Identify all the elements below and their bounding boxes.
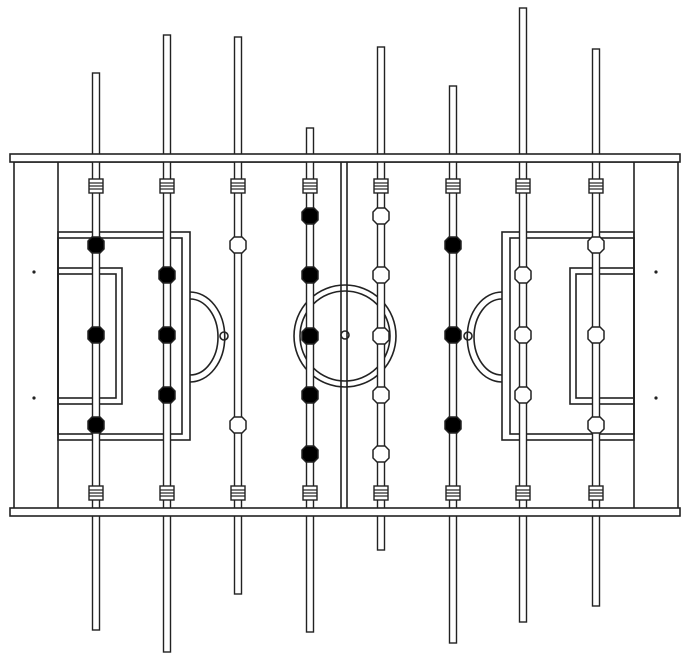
top-rail <box>9 153 681 163</box>
light-player <box>372 266 390 284</box>
rod-bearing <box>515 485 531 501</box>
dark-player <box>87 326 105 344</box>
light-player <box>587 236 605 254</box>
dark-player <box>301 386 319 404</box>
rod <box>518 7 528 623</box>
rod <box>448 85 458 644</box>
light-player <box>372 386 390 404</box>
dark-player <box>301 266 319 284</box>
light-player <box>587 326 605 344</box>
dark-player <box>444 326 462 344</box>
dark-player <box>158 386 176 404</box>
end-dot <box>32 270 36 274</box>
rod <box>376 46 386 551</box>
left-penalty-arc-inner <box>189 298 219 376</box>
light-player <box>587 416 605 434</box>
rod <box>305 127 315 633</box>
rod-bearing <box>373 178 389 194</box>
dark-player <box>158 326 176 344</box>
dark-player <box>444 416 462 434</box>
rod-bearing <box>515 178 531 194</box>
left-goal-box-inner <box>57 273 117 399</box>
rod-bearing <box>159 178 175 194</box>
dark-player <box>301 207 319 225</box>
bottom-rail <box>9 507 681 517</box>
players <box>87 178 605 501</box>
rod-bearing <box>373 485 389 501</box>
rod-bearing <box>588 178 604 194</box>
light-player <box>372 445 390 463</box>
rod <box>233 36 243 595</box>
light-player <box>372 327 390 345</box>
right-goal-box-inner <box>575 273 635 399</box>
center-circle-inner <box>299 290 391 382</box>
left-penalty-arc <box>189 291 226 383</box>
light-player <box>229 236 247 254</box>
rod-bearing <box>88 485 104 501</box>
rod-bearing <box>230 485 246 501</box>
rod-bearing <box>302 485 318 501</box>
rod-bearing <box>159 485 175 501</box>
center-spot <box>340 330 350 340</box>
field <box>13 161 679 513</box>
rod-bearing <box>588 485 604 501</box>
end-dot <box>654 396 658 400</box>
dark-player <box>444 236 462 254</box>
end-dot <box>32 396 36 400</box>
light-player <box>514 386 532 404</box>
dark-player <box>301 445 319 463</box>
end-dots <box>32 270 658 400</box>
right-kick-spot <box>463 331 473 341</box>
light-player <box>372 207 390 225</box>
end-dot <box>654 270 658 274</box>
light-player <box>514 326 532 344</box>
dark-player <box>158 266 176 284</box>
rod-bearing <box>88 178 104 194</box>
center-circle <box>293 284 397 388</box>
rod-bearing <box>445 485 461 501</box>
dark-player <box>87 416 105 434</box>
light-player <box>514 266 532 284</box>
rod-bearing <box>445 178 461 194</box>
left-kick-spot <box>219 331 229 341</box>
right-penalty-arc-inner <box>473 298 503 376</box>
dark-player <box>301 327 319 345</box>
rod-bearing <box>302 178 318 194</box>
right-penalty-arc <box>466 291 503 383</box>
rod-bearing <box>230 178 246 194</box>
light-player <box>229 416 247 434</box>
field-border <box>13 161 679 513</box>
dark-player <box>87 236 105 254</box>
side-rails <box>9 153 681 517</box>
rod <box>91 72 101 631</box>
